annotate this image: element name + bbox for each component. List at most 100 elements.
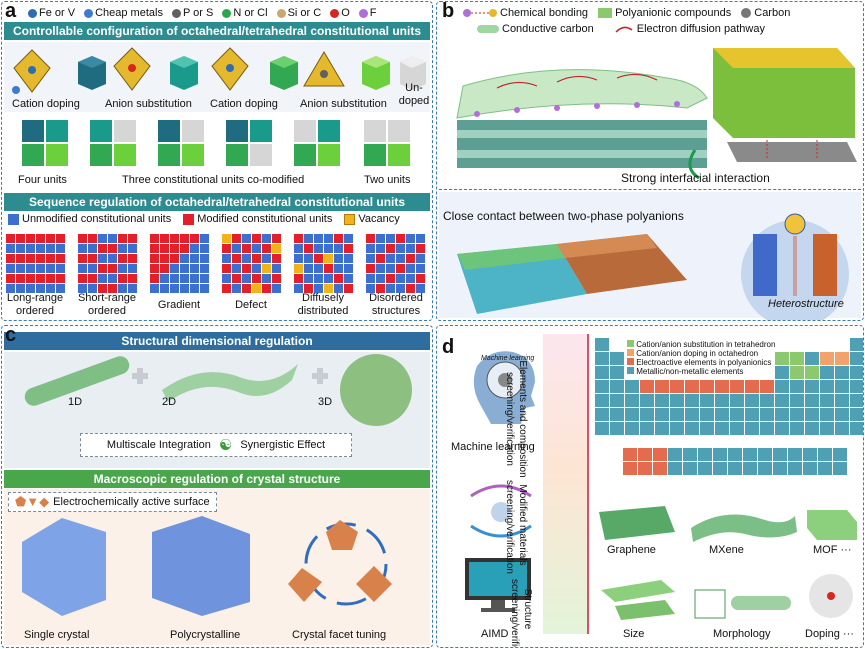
grid-cell: [200, 264, 209, 273]
grid-cell: [190, 254, 199, 263]
grid-cell: [180, 284, 189, 293]
element-cell: [625, 422, 639, 435]
octahedron-2: [113, 47, 151, 91]
grid-cell: [16, 244, 25, 253]
element-cell: [638, 462, 652, 475]
grid-cell: [150, 274, 159, 283]
element-cell: [623, 462, 637, 475]
element-cell: [743, 462, 757, 475]
grid-cell: [344, 264, 353, 273]
grid-cell: [376, 254, 385, 263]
screening-structures: Structure screening/verification: [509, 579, 533, 648]
size-icon: [601, 580, 675, 620]
dim-label-2d: 2D: [162, 396, 177, 408]
grid-cell: [304, 234, 313, 243]
grid-cell: [294, 264, 303, 273]
surface-badge: ⬟▼◆ Electrochemically active surface: [8, 492, 217, 512]
element-cell: [775, 352, 789, 365]
panel-letter-a: a: [5, 1, 17, 22]
grid-cell: [314, 254, 323, 263]
legend-square: [344, 213, 356, 225]
polycrystalline: [152, 516, 250, 616]
grid-cell: [252, 274, 261, 283]
element-cell: [835, 366, 849, 379]
element-cell: [818, 462, 832, 475]
ml-arc-label: Machine learning: [481, 355, 535, 362]
grid-cell: [262, 234, 271, 243]
grid-cell: [232, 234, 241, 243]
group-label-two: Two units: [364, 174, 411, 186]
grid-cell: [170, 234, 179, 243]
element-cell: [758, 448, 772, 461]
element-cell: [773, 448, 787, 461]
element-cell: [610, 408, 624, 421]
cube-group-three-2: [158, 120, 204, 166]
grid-cell: [16, 284, 25, 293]
cube-group-three-4: [294, 120, 340, 166]
legend-carbon: Carbon: [741, 7, 790, 19]
grid-cell: [334, 244, 343, 253]
grid-cell: [160, 254, 169, 263]
contact-label: Close contact between two-phase polyanio…: [443, 209, 684, 223]
grid-cell: [6, 274, 15, 283]
graphene-sheet: [456, 69, 708, 119]
grid-cell: [150, 264, 159, 273]
panel-b: b Chemical bonding Polyanionic compounds…: [436, 1, 864, 321]
element-cell: [835, 422, 849, 435]
grid-cell: [56, 284, 65, 293]
element-cell: [745, 380, 759, 393]
element-cell: [640, 408, 654, 421]
material-mxene: MXene: [709, 544, 744, 556]
nanosheet-2d: [162, 364, 298, 402]
element-cell: [683, 448, 697, 461]
grid-cell: [416, 244, 425, 253]
element-cell: [670, 394, 684, 407]
grid-cell: [56, 274, 65, 283]
cycle-illustration: [470, 484, 532, 538]
element-cell: [775, 366, 789, 379]
interaction-arrow: [688, 149, 700, 180]
element-cell: [595, 352, 609, 365]
structure-poly: Polycrystalline: [170, 629, 241, 641]
heterostructure-label: Heterostructure: [768, 298, 844, 310]
grid-cell: [366, 264, 375, 273]
single-crystal: [22, 518, 106, 616]
grid-cell: [376, 244, 385, 253]
element-cell: [700, 408, 714, 421]
grid-cell: [78, 244, 87, 253]
grid-cell: [386, 284, 395, 293]
grid-cell: [190, 234, 199, 243]
grid-cell: [366, 284, 375, 293]
dimension-illustration: [24, 354, 412, 426]
element-cell: [833, 462, 847, 475]
cube-groups: [22, 120, 410, 166]
legend-n-cl: N or Cl: [222, 6, 268, 20]
grid-cell: [324, 254, 333, 263]
nanosphere-3d: [340, 354, 412, 426]
element-cell: [653, 448, 667, 461]
conductive-legend: Conductive carbon Electron diffusion pat…: [477, 23, 765, 35]
legend-polyanionic: Polyanionic compounds: [598, 7, 731, 19]
grid-cell: [180, 244, 189, 253]
element-cell: [775, 422, 789, 435]
pattern-defect: Defect: [235, 299, 267, 311]
grid-cell: [252, 234, 261, 243]
pt-legend-octa: Cation/anion doping in octahedron: [627, 349, 775, 358]
panel-letter-c: c: [5, 325, 17, 346]
step-label-1: Cation doping: [12, 98, 80, 110]
element-cell: [850, 408, 863, 421]
legend-dot: [276, 8, 286, 18]
grid-cell: [118, 274, 127, 283]
grid-cell: [170, 284, 179, 293]
grid-cell: [232, 264, 241, 273]
grid-cell: [386, 244, 395, 253]
grid-cell: [294, 244, 303, 253]
grid-cell: [150, 254, 159, 263]
material-graphene: Graphene: [607, 544, 656, 556]
plus-icon-1: [132, 368, 148, 384]
grid-cell: [304, 264, 313, 273]
element-cell: [775, 408, 789, 421]
grid-cell: [324, 234, 333, 243]
element-cell: [653, 462, 667, 475]
grid-cell: [6, 234, 15, 243]
